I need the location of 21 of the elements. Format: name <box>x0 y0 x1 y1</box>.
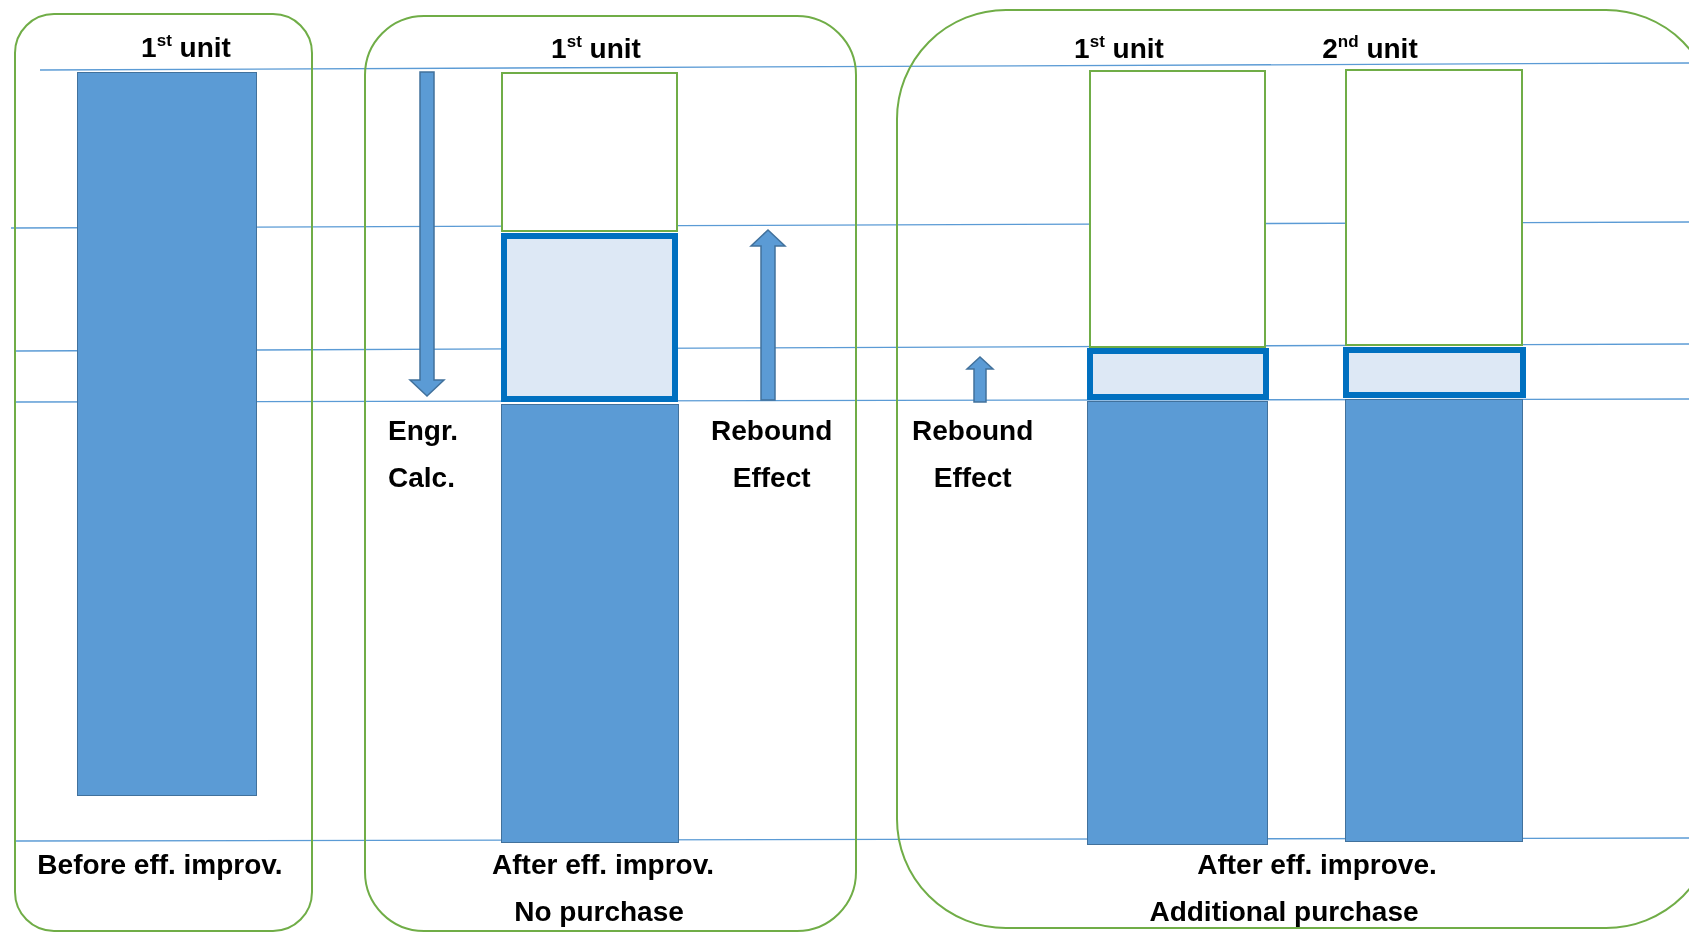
panel <box>896 9 1689 929</box>
unit-heading: 1$^{st}$ unit <box>141 32 231 64</box>
panel-caption: After eff. improv. <box>492 849 714 881</box>
unit-heading: 1$^{st}$ unit <box>551 33 641 65</box>
effect-label: Engr. Calc. <box>388 414 458 495</box>
unit-heading: 1$^{st}$ unit <box>1074 33 1164 65</box>
rebound-segment <box>1087 348 1269 400</box>
unit-heading: 2$^{nd}$ unit <box>1322 33 1418 65</box>
panel-caption: Before eff. improv. <box>37 849 283 881</box>
rebound-segment <box>501 233 678 402</box>
panel <box>364 15 857 932</box>
panel-caption: After eff. improve. <box>1197 849 1437 881</box>
rebound-segment <box>1343 347 1526 398</box>
effect-label: Rebound Effect <box>711 414 833 495</box>
effect-label: Rebound Effect <box>912 414 1034 495</box>
panel <box>14 13 313 932</box>
energy-bar <box>1345 399 1523 842</box>
energy-bar <box>1087 401 1268 845</box>
energy-bar <box>501 404 679 843</box>
panel-caption: No purchase <box>514 896 684 928</box>
panel-caption: Additional purchase <box>1149 896 1419 928</box>
